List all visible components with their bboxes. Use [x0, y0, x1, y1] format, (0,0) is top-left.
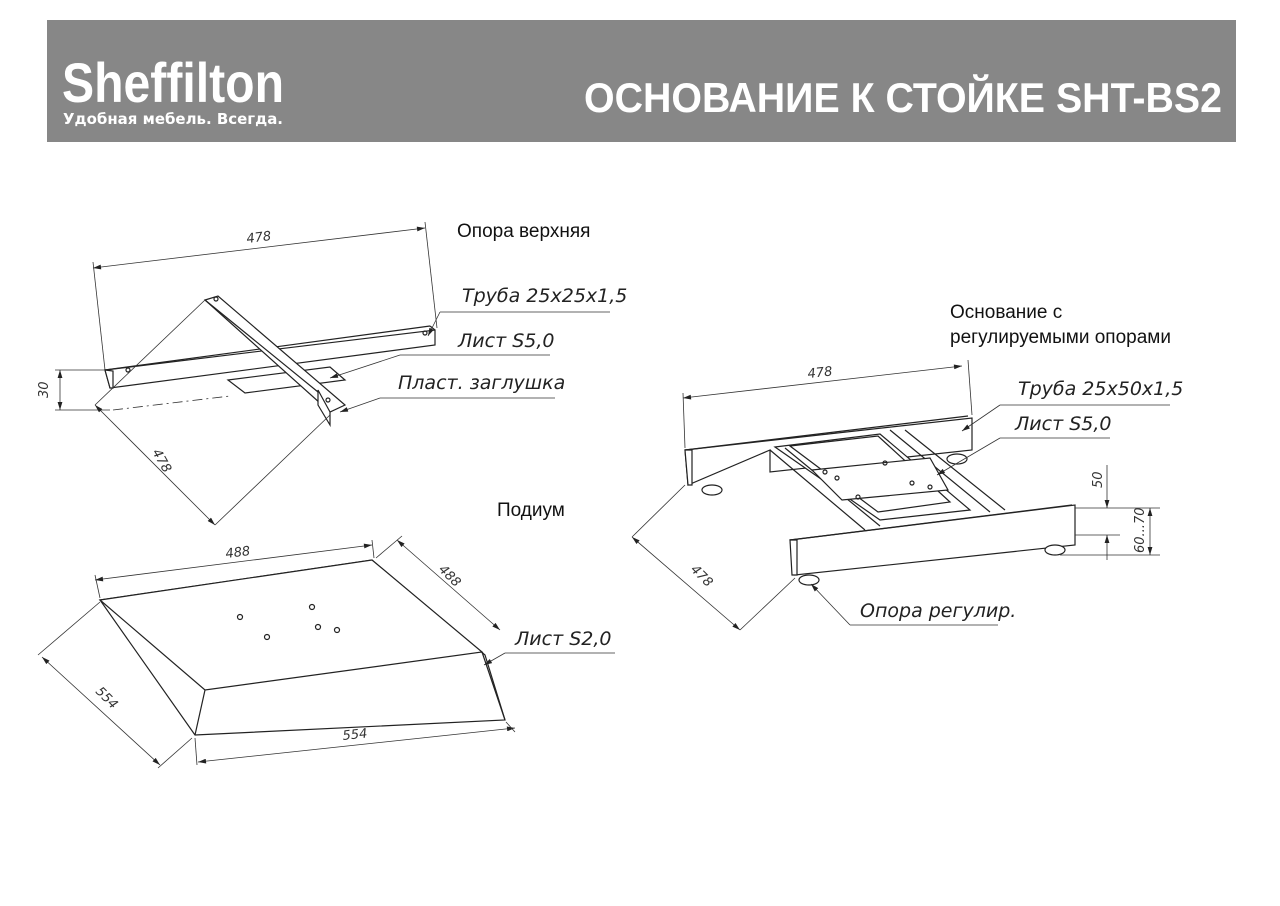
- base-dim-adjust: 60...70: [1133, 508, 1148, 553]
- top-support-title: Опора верхняя: [457, 221, 590, 242]
- base-dim-depth: 478: [687, 562, 715, 590]
- dim-top-width: 488: [225, 544, 251, 562]
- base-dim-height: 50: [1091, 471, 1106, 488]
- header-banner: Sheffilton Удобная мебель. Всегда. ОСНОВ…: [47, 20, 1236, 142]
- base-title-line1: Основание с: [950, 302, 1062, 323]
- dim-top-depth: 488: [435, 562, 463, 590]
- page-title: ОСНОВАНИЕ К СТОЙКЕ SHT-BS2: [584, 73, 1222, 121]
- dim-depth: 478: [149, 447, 174, 476]
- dim-bottom-depth: 554: [92, 684, 120, 712]
- dim-bottom-width: 554: [342, 726, 368, 744]
- base-callout-foot: Опора регулир.: [860, 600, 1016, 622]
- base-drawing: Основание с регулируемыми опорами 478 47…: [631, 302, 1183, 631]
- adjustable-feet: [701, 453, 1066, 586]
- dim-width: 478: [246, 229, 272, 247]
- base-callout-sheet: Лист S5,0: [1014, 413, 1111, 435]
- mount-holes: [236, 603, 341, 641]
- callout-plug: Пласт. заглушка: [398, 372, 565, 394]
- top-support-drawing: Опора верхняя 478 30 478 Труба 25х25х1,5: [37, 221, 627, 526]
- callout-tube: Труба 25х25х1,5: [462, 285, 627, 307]
- brand-logo: Sheffilton: [62, 51, 284, 114]
- callout-sheet-s2: Лист S2,0: [514, 628, 611, 650]
- callout-sheet: Лист S5,0: [457, 330, 554, 352]
- podium-title: Подиум: [497, 500, 565, 521]
- podium-drawing: Подиум 488 488 554 554 Лист S2,0: [37, 500, 615, 769]
- brand-tagline: Удобная мебель. Всегда.: [63, 110, 283, 128]
- base-dim-width: 478: [807, 364, 833, 382]
- dim-height: 30: [37, 381, 52, 398]
- base-callout-tube: Труба 25х50х1,5: [1018, 378, 1183, 400]
- base-title-line2: регулируемыми опорами: [950, 327, 1171, 348]
